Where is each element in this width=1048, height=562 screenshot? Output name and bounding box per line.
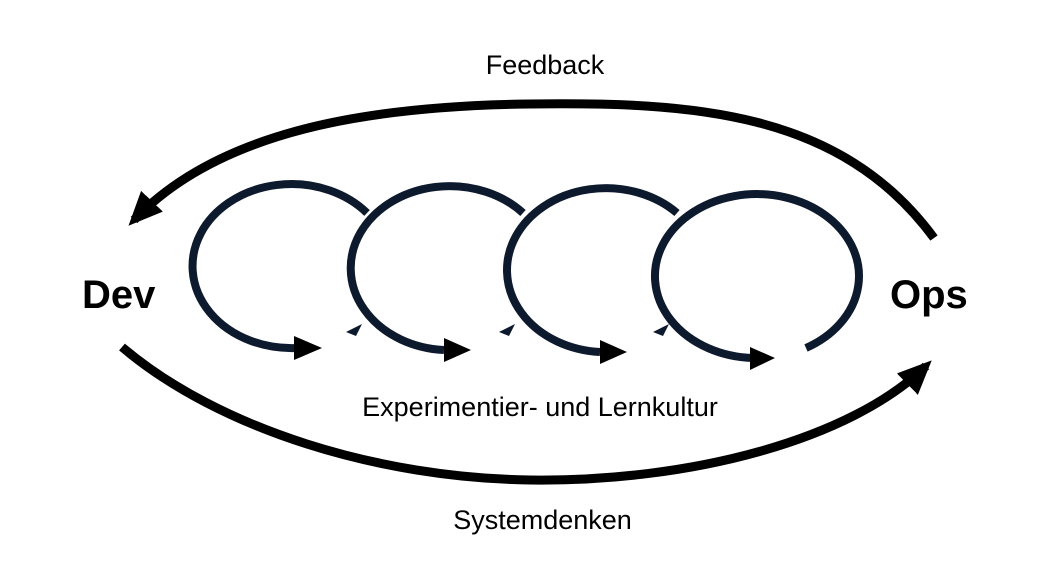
loop-3	[503, 184, 680, 356]
loop-2	[346, 182, 526, 354]
feedback-label: Feedback	[485, 50, 605, 80]
learning-loops	[188, 180, 863, 370]
loop-1	[188, 180, 370, 353]
feedback-arrow	[128, 99, 938, 241]
systemdenken-label: Systemdenken	[453, 505, 632, 535]
systemdenken-arrow	[119, 343, 932, 485]
loop-4-arrowhead	[750, 347, 775, 370]
loop-4	[651, 190, 863, 362]
culture-label: Experimentier- und Lernkultur	[362, 392, 718, 422]
loop-joint-1	[346, 324, 362, 336]
loop-joint-3	[653, 324, 669, 336]
loop-2-arrowhead	[444, 338, 471, 362]
dev-label: Dev	[82, 273, 156, 317]
loop-1-arrowhead	[294, 336, 322, 360]
loop-3-arrowhead	[600, 340, 627, 364]
loop-joint-2	[499, 324, 515, 336]
ops-label: Ops	[890, 273, 968, 317]
